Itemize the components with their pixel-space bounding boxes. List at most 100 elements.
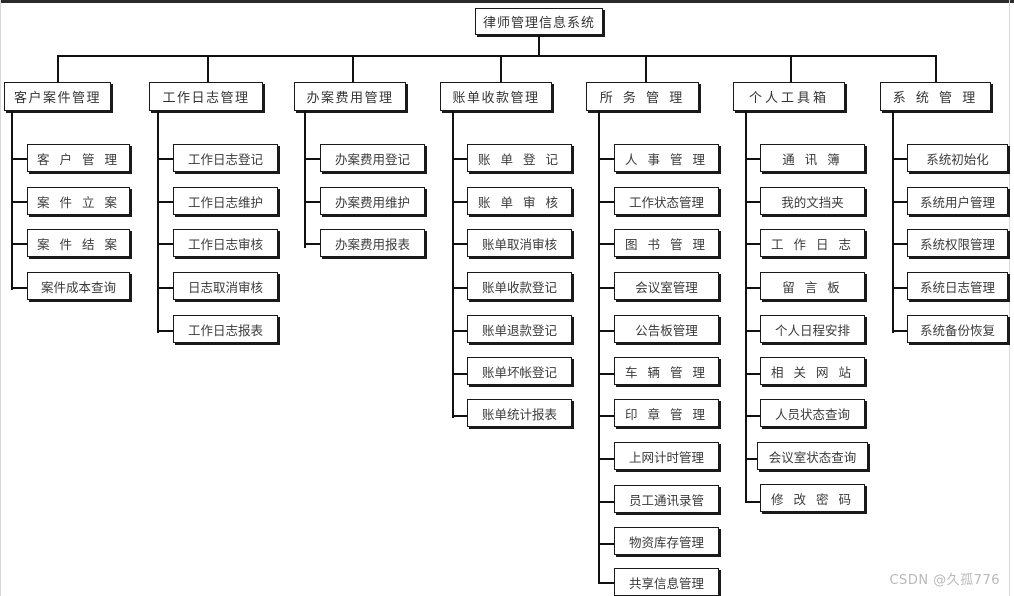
node-leaf-5-3[interactable]: 图 书 管 理 <box>614 229 719 257</box>
node-leaf-6-5[interactable]: 个人日程安排 <box>760 315 865 343</box>
connector-trunk-1 <box>11 111 13 290</box>
node-leaf-1-4[interactable]: 案件成本查询 <box>27 272 130 300</box>
node-branch-6[interactable]: 个人工具箱 <box>733 82 845 111</box>
node-leaf-5-2[interactable]: 工作状态管理 <box>614 187 719 215</box>
connector-stub-4-1 <box>452 158 469 160</box>
connector-stub-1-3 <box>11 243 28 245</box>
connector-stub-5-5 <box>598 330 615 332</box>
node-leaf-5-4[interactable]: 会议室管理 <box>614 272 719 300</box>
node-branch-7[interactable]: 系 统 管 理 <box>880 82 991 111</box>
node-leaf-6-2[interactable]: 我的文挡夹 <box>760 187 865 215</box>
node-leaf-6-7[interactable]: 人员状态查询 <box>760 399 865 427</box>
connector-bus-drop-3 <box>352 55 354 82</box>
node-leaf-1-3[interactable]: 案 件 结 案 <box>27 229 130 257</box>
node-leaf-4-3[interactable]: 账单取消审核 <box>467 229 572 257</box>
node-leaf-5-11[interactable]: 共享信息管理 <box>614 568 719 596</box>
connector-bus-drop-7 <box>935 55 937 82</box>
node-leaf-4-4[interactable]: 账单收款登记 <box>467 272 572 300</box>
node-leaf-2-3[interactable]: 工作日志审核 <box>173 229 278 257</box>
connector-stub-4-5 <box>452 330 469 332</box>
node-leaf-4-2[interactable]: 账 单 审 核 <box>467 187 572 215</box>
top-edge-strip <box>0 0 1014 3</box>
connector-trunk-3 <box>304 111 306 248</box>
node-leaf-7-2[interactable]: 系统用户管理 <box>907 187 1008 215</box>
connector-stub-6-5 <box>745 330 762 332</box>
connector-bus-drop-2 <box>207 55 209 82</box>
node-leaf-5-9[interactable]: 员工通讯录管 <box>614 485 719 513</box>
connector-stub-6-7 <box>745 415 762 417</box>
node-leaf-1-1[interactable]: 客 户 管 理 <box>27 144 130 172</box>
connector-trunk-5 <box>598 111 600 583</box>
connector-stub-2-2 <box>157 201 174 203</box>
node-leaf-4-1[interactable]: 账 单 登 记 <box>467 144 572 172</box>
connector-stub-7-5 <box>892 330 909 332</box>
connector-stub-5-7 <box>598 415 615 417</box>
node-leaf-6-6[interactable]: 相 关 网 站 <box>760 357 865 385</box>
node-branch-1[interactable]: 客户案件管理 <box>4 82 111 111</box>
connector-stub-5-6 <box>598 373 615 375</box>
connector-stub-4-2 <box>452 201 469 203</box>
connector-bus-drop-5 <box>645 55 647 82</box>
node-leaf-6-4[interactable]: 留 言 板 <box>760 272 865 300</box>
node-leaf-5-1[interactable]: 人 事 管 理 <box>614 144 719 172</box>
connector-stub-5-10 <box>598 543 615 545</box>
connector-stub-6-1 <box>745 158 762 160</box>
connector-stub-5-2 <box>598 201 615 203</box>
node-leaf-7-1[interactable]: 系统初始化 <box>907 144 1008 172</box>
node-leaf-5-7[interactable]: 印 章 管 理 <box>614 399 719 427</box>
page-edge-right <box>1009 0 1010 596</box>
connector-stub-6-9 <box>745 501 762 503</box>
node-leaf-5-8[interactable]: 上网计时管理 <box>614 442 719 470</box>
node-leaf-1-2[interactable]: 案 件 立 案 <box>27 187 130 215</box>
node-leaf-5-10[interactable]: 物资库存管理 <box>614 527 719 555</box>
node-leaf-2-4[interactable]: 日志取消审核 <box>173 272 278 300</box>
node-leaf-2-2[interactable]: 工作日志维护 <box>173 187 278 215</box>
connector-bus-drop-1 <box>57 55 59 82</box>
node-leaf-6-8[interactable]: 会议室状态查询 <box>757 442 868 470</box>
node-root[interactable]: 律师管理信息系统 <box>475 8 603 35</box>
connector-stub-4-3 <box>452 243 469 245</box>
connector-trunk-6 <box>745 111 747 501</box>
node-leaf-2-5[interactable]: 工作日志报表 <box>173 315 278 343</box>
node-leaf-3-3[interactable]: 办案费用报表 <box>320 229 425 257</box>
watermark-label: CSDN @久孤776 <box>889 573 1000 588</box>
connector-bus-drop-6 <box>790 55 792 82</box>
connector-stub-6-2 <box>745 201 762 203</box>
node-leaf-4-6[interactable]: 账单坏帐登记 <box>467 357 572 385</box>
node-leaf-7-3[interactable]: 系统权限管理 <box>907 229 1008 257</box>
node-leaf-3-1[interactable]: 办案费用登记 <box>320 144 425 172</box>
node-leaf-4-7[interactable]: 账单统计报表 <box>467 399 572 427</box>
node-branch-2[interactable]: 工作日志管理 <box>149 82 263 111</box>
connector-stub-5-1 <box>598 158 615 160</box>
connector-stub-2-5 <box>157 330 174 332</box>
node-leaf-7-5[interactable]: 系统备份恢复 <box>907 315 1008 343</box>
connector-stub-4-7 <box>452 415 469 417</box>
node-leaf-2-1[interactable]: 工作日志登记 <box>173 144 278 172</box>
node-leaf-3-2[interactable]: 办案费用维护 <box>320 187 425 215</box>
connector-stub-1-4 <box>11 287 28 289</box>
connector-stub-3-3 <box>304 243 321 245</box>
connector-stub-7-1 <box>892 158 909 160</box>
connector-stub-6-4 <box>745 287 762 289</box>
node-leaf-6-9[interactable]: 修 改 密 码 <box>760 484 865 512</box>
connector-stub-1-2 <box>11 201 28 203</box>
connector-trunk-2 <box>157 111 159 333</box>
connector-root-stem <box>538 35 540 56</box>
node-branch-4[interactable]: 账单收款管理 <box>440 82 552 111</box>
node-leaf-6-1[interactable]: 通 讯 簿 <box>760 144 865 172</box>
node-leaf-6-3[interactable]: 工 作 日 志 <box>760 229 865 257</box>
connector-stub-3-1 <box>304 158 321 160</box>
connector-stub-5-4 <box>598 287 615 289</box>
node-branch-5[interactable]: 所 务 管 理 <box>586 82 699 111</box>
connector-main-bus <box>58 55 936 57</box>
connector-stub-1-1 <box>11 158 28 160</box>
connector-stub-2-3 <box>157 243 174 245</box>
page-edge-left <box>0 0 1 596</box>
node-leaf-7-4[interactable]: 系统日志管理 <box>907 272 1008 300</box>
node-branch-3[interactable]: 办案费用管理 <box>294 82 406 111</box>
node-leaf-5-6[interactable]: 车 辆 管 理 <box>614 357 719 385</box>
node-leaf-5-5[interactable]: 公告板管理 <box>614 315 719 343</box>
node-leaf-4-5[interactable]: 账单退款登记 <box>467 315 572 343</box>
connector-stub-4-4 <box>452 287 469 289</box>
